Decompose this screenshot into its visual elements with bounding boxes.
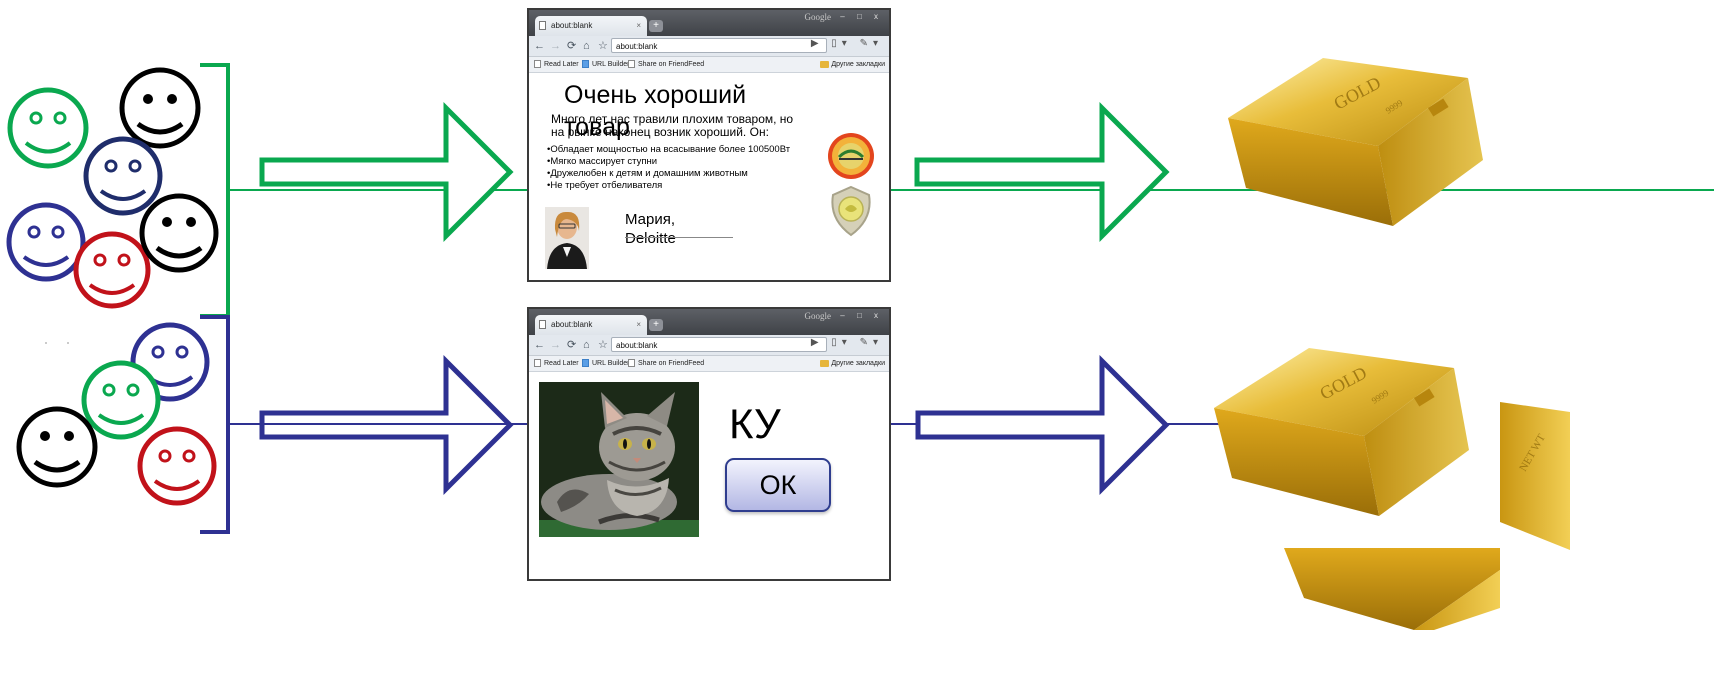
bookmark-read-later[interactable]: Read Later <box>533 57 579 72</box>
smiley-face-navy-1 <box>6 202 86 282</box>
google-icon <box>582 60 589 68</box>
ad-title: Очень хороший товар <box>564 81 747 141</box>
hollow-arrow-right-icon <box>914 101 1170 243</box>
bookmark-friendfeed[interactable]: Share on FriendFeed <box>627 356 704 371</box>
smiley-face-green-2 <box>81 360 161 440</box>
ad-feature-list: Обладает мощностью на всасывание более 1… <box>547 144 807 192</box>
hollow-arrow-right-icon <box>259 101 514 243</box>
page-content: Очень хороший товар Много лет нас травил… <box>529 73 889 280</box>
new-tab-button[interactable]: + <box>649 319 663 331</box>
page-icon <box>534 359 541 367</box>
tab-title: about:blank <box>551 320 593 329</box>
address-bar[interactable]: about:blank <box>611 38 827 53</box>
browser-toolbar: ← → ⟳ ⌂ ☆ about:blank ▶ ▯▾ ✎▾ <box>529 335 889 356</box>
signature-divider <box>625 237 733 238</box>
browser-brand: Google <box>804 311 832 321</box>
bookmark-other[interactable]: Другие закладки <box>820 356 885 371</box>
hollow-arrow-right-icon <box>915 354 1170 496</box>
list-item: Обладает мощностью на всасывание более 1… <box>547 144 807 156</box>
browser-titlebar: about:blank × + Google – □ x <box>529 309 889 335</box>
page-heading: КУ <box>729 400 781 447</box>
bookmark-read-later[interactable]: Read Later <box>533 356 579 371</box>
star-icon[interactable]: ☆ <box>598 339 608 351</box>
reload-icon[interactable]: ⟳ <box>567 339 577 351</box>
smiley-face-red-2 <box>137 426 217 506</box>
list-item: Дружелюбен к детям и домашним животным <box>547 168 807 180</box>
page-icon <box>539 21 546 30</box>
window-controls[interactable]: – □ x <box>840 12 883 21</box>
smiley-face-black-3 <box>16 406 98 488</box>
browser-brand: Google <box>804 12 832 22</box>
address-bar[interactable]: about:blank <box>611 337 827 352</box>
page-icon <box>539 320 546 329</box>
page-icon <box>534 60 541 68</box>
forward-arrow-icon[interactable]: → <box>550 339 561 351</box>
ad-intro: Много лет нас травили плохим товаром, но… <box>551 112 794 139</box>
browser-titlebar: about:blank × + Google – □ x <box>529 10 889 36</box>
page-icon <box>628 60 635 68</box>
smiley-face-darkblue-1 <box>83 136 163 216</box>
badge-icon <box>831 185 871 237</box>
bookmarks-bar: Read Later URL Builder Share on FriendFe… <box>529 57 889 73</box>
forward-arrow-icon[interactable]: → <box>550 40 561 52</box>
back-arrow-icon[interactable]: ← <box>534 339 545 351</box>
window-controls[interactable]: – □ x <box>840 311 883 320</box>
smiley-face-black-2 <box>139 193 219 273</box>
tab-close-icon[interactable]: × <box>636 21 641 30</box>
cat-photo <box>539 382 699 537</box>
signature-name: Мария, Deloitte <box>625 211 676 247</box>
seal-icon <box>828 133 874 179</box>
green-bracket <box>200 63 230 318</box>
gold-bar-icon <box>1284 548 1500 630</box>
page-content: КУ ОК <box>529 372 889 579</box>
gold-bar-icon <box>1228 58 1483 226</box>
browser-toolbar: ← → ⟳ ⌂ ☆ about:blank ▶ ▯▾ ✎▾ <box>529 36 889 57</box>
home-icon[interactable]: ⌂ <box>583 339 590 351</box>
smiley-face-red-1 <box>73 231 151 309</box>
home-icon[interactable]: ⌂ <box>583 40 590 52</box>
browser-tab[interactable]: about:blank × <box>535 16 647 36</box>
smiley-face-black-1 <box>119 67 201 149</box>
tab-close-icon[interactable]: × <box>636 320 641 329</box>
list-item: Мягко массирует ступни <box>547 156 807 168</box>
star-icon[interactable]: ☆ <box>598 40 608 52</box>
reload-icon[interactable]: ⟳ <box>567 40 577 52</box>
tab-title: about:blank <box>551 21 593 30</box>
browser-window-cat: about:blank × + Google – □ x ← → ⟳ ⌂ ☆ a… <box>527 307 891 581</box>
browser-window-ad: about:blank × + Google – □ x ← → ⟳ ⌂ ☆ a… <box>527 8 891 282</box>
new-tab-button[interactable]: + <box>649 20 663 32</box>
bookmark-other[interactable]: Другие закладки <box>820 57 885 72</box>
gold-bar-icon <box>1214 348 1469 516</box>
list-item: Не требует отбеливателя <box>547 180 807 192</box>
bookmarks-bar: Read Later URL Builder Share on FriendFe… <box>529 356 889 372</box>
smiley-face-green-1 <box>7 87 89 169</box>
bookmark-friendfeed[interactable]: Share on FriendFeed <box>627 57 704 72</box>
bookmark-url-builder[interactable]: URL Builder <box>581 356 629 371</box>
google-icon <box>582 359 589 367</box>
ok-button[interactable]: ОК <box>725 458 831 512</box>
page-icon <box>628 359 635 367</box>
toolbar-menu-icons[interactable]: ▶ ▯▾ ✎▾ <box>810 38 883 49</box>
bookmark-url-builder[interactable]: URL Builder <box>581 57 629 72</box>
person-photo <box>545 207 589 269</box>
toolbar-menu-icons[interactable]: ▶ ▯▾ ✎▾ <box>810 337 883 348</box>
browser-tab[interactable]: about:blank × <box>535 315 647 335</box>
gold-bar-icon: NET WT <box>1500 402 1570 550</box>
folder-icon <box>820 360 830 367</box>
folder-icon <box>820 61 830 68</box>
back-arrow-icon[interactable]: ← <box>534 40 545 52</box>
